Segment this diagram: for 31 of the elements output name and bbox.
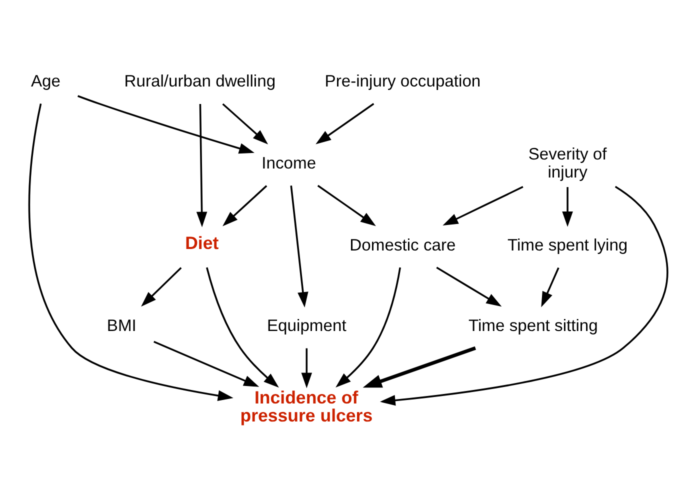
arrow (153, 340, 259, 386)
arrow (300, 348, 312, 388)
arrow (196, 103, 207, 227)
arrow (222, 184, 267, 226)
node-text: Domestic care (349, 234, 456, 254)
arrow (562, 186, 572, 226)
arrow (362, 346, 476, 388)
arrow (290, 185, 308, 307)
arrow (28, 103, 233, 400)
node-text: Pre-injury occupation (324, 71, 480, 90)
node-text: Time spent lying (506, 234, 628, 254)
node-text: Incidence of pressure ulcers (240, 387, 372, 426)
arrow (335, 266, 400, 387)
arrow (436, 266, 502, 306)
node-text: Severity of injury (528, 144, 606, 181)
node-text: Diet (184, 232, 218, 252)
node-text: Equipment (266, 316, 346, 335)
arrow (140, 266, 182, 306)
node-text: BMI (106, 316, 136, 335)
arrow (206, 266, 278, 388)
node-text: Rural/urban dwelling (124, 71, 276, 90)
arrow (379, 185, 668, 406)
arrow (222, 102, 268, 144)
node-text: Age (30, 71, 60, 90)
arrow (316, 184, 376, 226)
arrow (540, 266, 559, 307)
arrow (442, 186, 523, 226)
node-text: Income (261, 153, 316, 172)
arrow (77, 94, 254, 154)
arrow (315, 102, 374, 144)
node-text: Time spent sitting (468, 316, 598, 335)
